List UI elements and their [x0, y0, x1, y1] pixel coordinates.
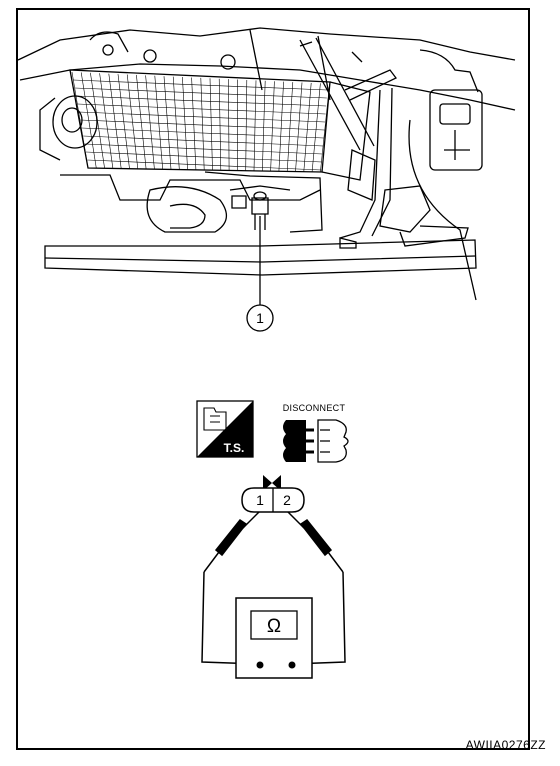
grid-line	[71, 71, 89, 169]
ts-label: T.S.	[224, 441, 245, 455]
grid-line	[286, 82, 294, 172]
grid-line	[87, 159, 322, 171]
grid-line	[218, 78, 222, 171]
grid-line	[78, 111, 326, 123]
grid-line	[191, 77, 197, 170]
grid-line	[320, 83, 330, 172]
engine-bay-illustration	[17, 27, 516, 301]
grid-line	[73, 79, 328, 91]
grid-line	[84, 143, 323, 155]
grid-line	[278, 81, 284, 172]
grid-line	[200, 77, 205, 170]
callout-circle	[246, 304, 274, 332]
callout-number: 1	[256, 310, 264, 326]
grid-line	[295, 82, 303, 172]
ohmmeter: Ω	[235, 597, 313, 679]
frame-border	[16, 8, 530, 750]
connector-pin-1: 1	[256, 492, 264, 508]
figure-code: AWIIA0276ZZ	[465, 738, 546, 752]
grid-line	[182, 77, 188, 170]
meter-terminal-right	[288, 661, 296, 669]
meter-display	[250, 610, 298, 640]
grid-line	[303, 82, 312, 172]
connector-pin-2: 2	[283, 492, 291, 508]
grid-line	[76, 95, 327, 107]
grid-line	[253, 80, 257, 171]
probe-handle-left	[214, 518, 248, 557]
disconnect-connector-icon: DISCONNECT	[283, 403, 349, 463]
meter-ohm-symbol: Ω	[267, 616, 281, 637]
grid-line	[262, 80, 266, 171]
grid-line	[77, 103, 326, 115]
grid-line	[245, 79, 248, 171]
grid-line	[136, 74, 147, 170]
grid-line	[126, 74, 139, 169]
disconnect-label: DISCONNECT	[283, 403, 346, 413]
sensor-connector: 1 2	[241, 475, 305, 513]
grid-line	[311, 83, 321, 172]
grid-line	[270, 81, 275, 172]
grid-line	[228, 79, 230, 171]
grid-line	[83, 135, 324, 147]
grid-line	[74, 87, 327, 99]
connector-lock-icon	[263, 475, 281, 491]
meter-terminal-left	[256, 661, 264, 669]
grid-line	[81, 127, 324, 139]
probe-handle-right	[299, 518, 333, 557]
grid-line	[85, 151, 323, 163]
ts-icon: T.S.	[196, 400, 254, 458]
grid-line	[209, 78, 213, 171]
radiator-grid	[71, 71, 330, 172]
grid-line	[80, 119, 325, 131]
